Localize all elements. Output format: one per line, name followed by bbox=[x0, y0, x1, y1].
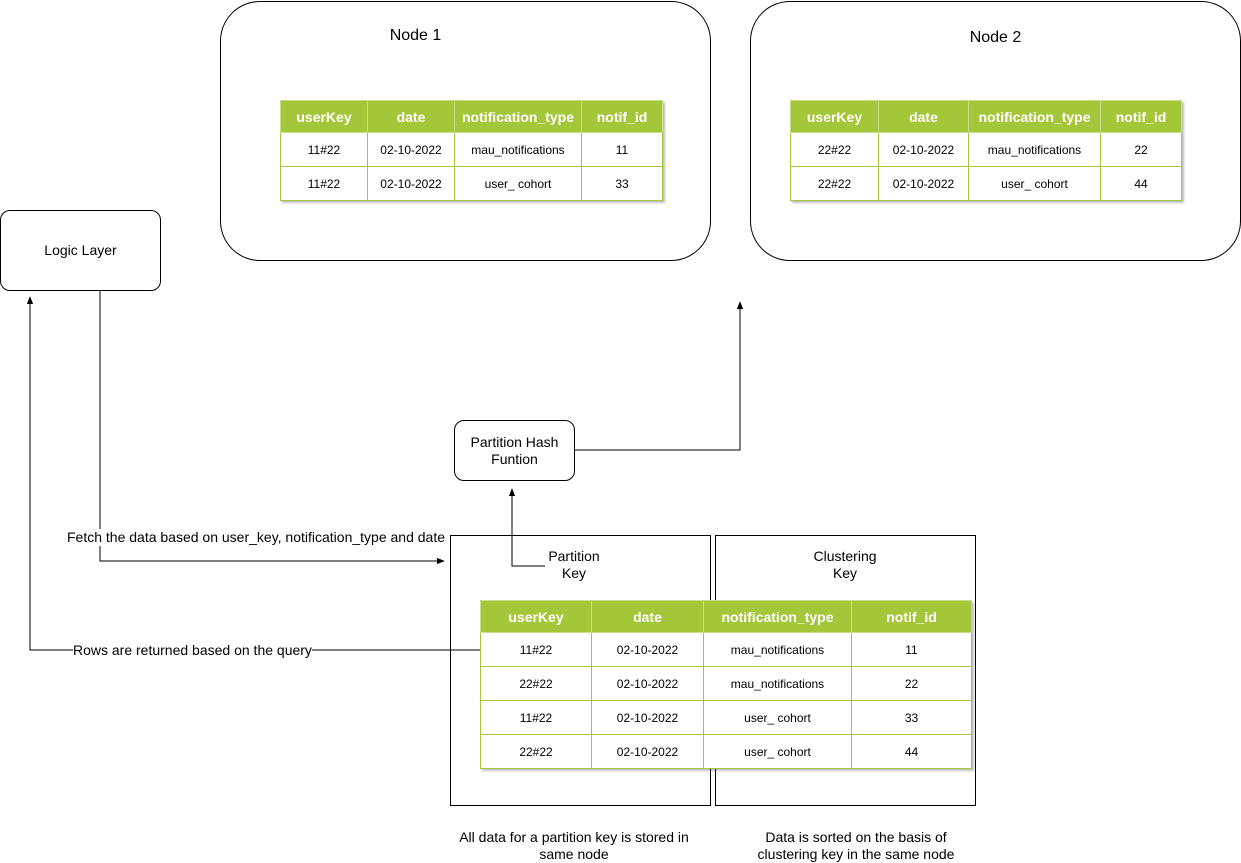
column-header: notif_id bbox=[851, 600, 972, 633]
table-cell: mau_notifications bbox=[454, 132, 582, 167]
table-cell: 44 bbox=[851, 734, 972, 769]
partition-key-arrow bbox=[508, 488, 545, 567]
table-row: 22#22 02-10-2022 user_ cohort 44 bbox=[480, 734, 972, 769]
partition-caption-line-2: same node bbox=[539, 846, 609, 862]
node-2-table: userKey date notification_type notif_id … bbox=[790, 100, 1182, 201]
rows-returned-label: Rows are returned based on the query bbox=[73, 642, 312, 659]
column-header: notification_type bbox=[968, 100, 1101, 133]
rows-returned-arrow bbox=[26, 296, 480, 651]
column-header: notif_id bbox=[1100, 100, 1182, 133]
table-cell: user_ cohort bbox=[703, 734, 852, 769]
main-table: userKey date notification_type notif_id … bbox=[480, 600, 972, 769]
table-cell: 33 bbox=[851, 700, 972, 735]
partition-key-line-2: Key bbox=[561, 565, 587, 581]
table-cell: 11 bbox=[581, 132, 663, 167]
node-1-title: Node 1 bbox=[389, 27, 442, 44]
clustering-caption-line-1: Data is sorted on the basis of bbox=[765, 829, 947, 845]
table-cell: 22#22 bbox=[480, 734, 592, 769]
clustering-caption-line-2: clustering key in the same node bbox=[757, 846, 955, 862]
table-cell: 02-10-2022 bbox=[878, 166, 969, 201]
table-cell: 02-10-2022 bbox=[367, 132, 455, 167]
partition-caption-line-1: All data for a partition key is stored i… bbox=[459, 829, 689, 845]
table-cell: 44 bbox=[1100, 166, 1182, 201]
table-cell: 22 bbox=[851, 666, 972, 701]
partition-caption: All data for a partition key is stored i… bbox=[452, 829, 696, 863]
table-cell: user_ cohort bbox=[454, 166, 582, 201]
table-cell: 11#22 bbox=[480, 632, 592, 667]
table-cell: 22#22 bbox=[790, 132, 879, 167]
column-header: userKey bbox=[280, 100, 368, 133]
table-cell: user_ cohort bbox=[703, 700, 852, 735]
table-cell: 22#22 bbox=[790, 166, 879, 201]
clustering-key-line-2: Key bbox=[832, 565, 858, 581]
hash-function-line-2: Funtion bbox=[491, 450, 538, 467]
hash-function-line-1: Partition Hash bbox=[470, 433, 559, 450]
table-row: 22#22 02-10-2022 mau_notifications 22 bbox=[480, 666, 972, 701]
table-cell: 22#22 bbox=[480, 666, 592, 701]
node-2-title: Node 2 bbox=[969, 29, 1022, 46]
column-header: date bbox=[367, 100, 455, 133]
column-header: notification_type bbox=[703, 600, 852, 633]
table-cell: 02-10-2022 bbox=[878, 132, 969, 167]
column-header: userKey bbox=[480, 600, 592, 633]
clustering-key-label: Clustering Key bbox=[805, 548, 885, 582]
table-cell: 11#22 bbox=[480, 700, 592, 735]
fetch-arrow bbox=[99, 291, 445, 565]
table-row: 11#22 02-10-2022 user_ cohort 33 bbox=[480, 700, 972, 735]
partition-key-label: Partition Key bbox=[545, 548, 603, 582]
logic-layer-label: Logic Layer bbox=[44, 242, 117, 258]
partition-hash-function-box: Partition Hash Funtion bbox=[454, 420, 575, 481]
table-cell: 02-10-2022 bbox=[591, 734, 704, 769]
table-row: 11#22 02-10-2022 user_ cohort 33 bbox=[280, 166, 663, 201]
table-cell: mau_notifications bbox=[703, 666, 852, 701]
table-row: 11#22 02-10-2022 mau_notifications 11 bbox=[480, 632, 972, 667]
table-cell: 02-10-2022 bbox=[591, 632, 704, 667]
clustering-caption: Data is sorted on the basis of clusterin… bbox=[743, 829, 969, 863]
table-row: 22#22 02-10-2022 user_ cohort 44 bbox=[790, 166, 1182, 201]
table-cell: 11 bbox=[851, 632, 972, 667]
partition-key-line-1: Partition bbox=[548, 548, 600, 564]
table-cell: 02-10-2022 bbox=[591, 700, 704, 735]
table-cell: 22 bbox=[1100, 132, 1182, 167]
column-header: date bbox=[591, 600, 704, 633]
column-header: notification_type bbox=[454, 100, 582, 133]
hash-to-node-arrow bbox=[575, 301, 744, 451]
table-cell: 33 bbox=[581, 166, 663, 201]
table-cell: 11#22 bbox=[280, 132, 368, 167]
column-header: notif_id bbox=[581, 100, 663, 133]
table-cell: 02-10-2022 bbox=[591, 666, 704, 701]
table-row: 11#22 02-10-2022 mau_notifications 11 bbox=[280, 132, 663, 167]
logic-layer-box: Logic Layer bbox=[0, 210, 161, 291]
fetch-label: Fetch the data based on user_key, notifi… bbox=[67, 529, 445, 546]
table-cell: 11#22 bbox=[280, 166, 368, 201]
node-1-table: userKey date notification_type notif_id … bbox=[280, 100, 663, 201]
table-cell: 02-10-2022 bbox=[367, 166, 455, 201]
clustering-key-line-1: Clustering bbox=[813, 548, 877, 564]
table-cell: mau_notifications bbox=[703, 632, 852, 667]
